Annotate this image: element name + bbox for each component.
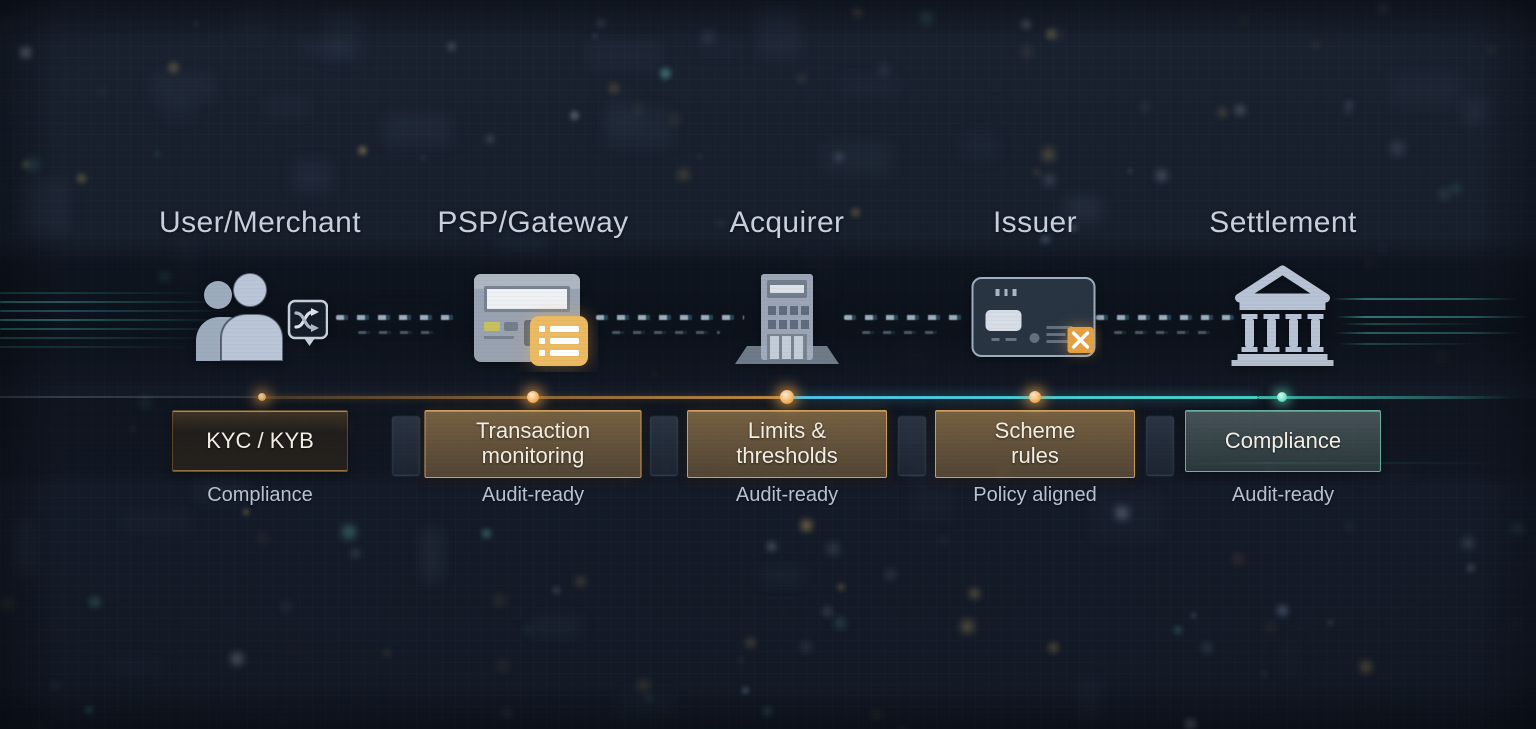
scanline-overlay bbox=[0, 0, 1536, 729]
diagram-canvas: User/Merchant KYC / KYB Compliance bbox=[0, 0, 1536, 729]
